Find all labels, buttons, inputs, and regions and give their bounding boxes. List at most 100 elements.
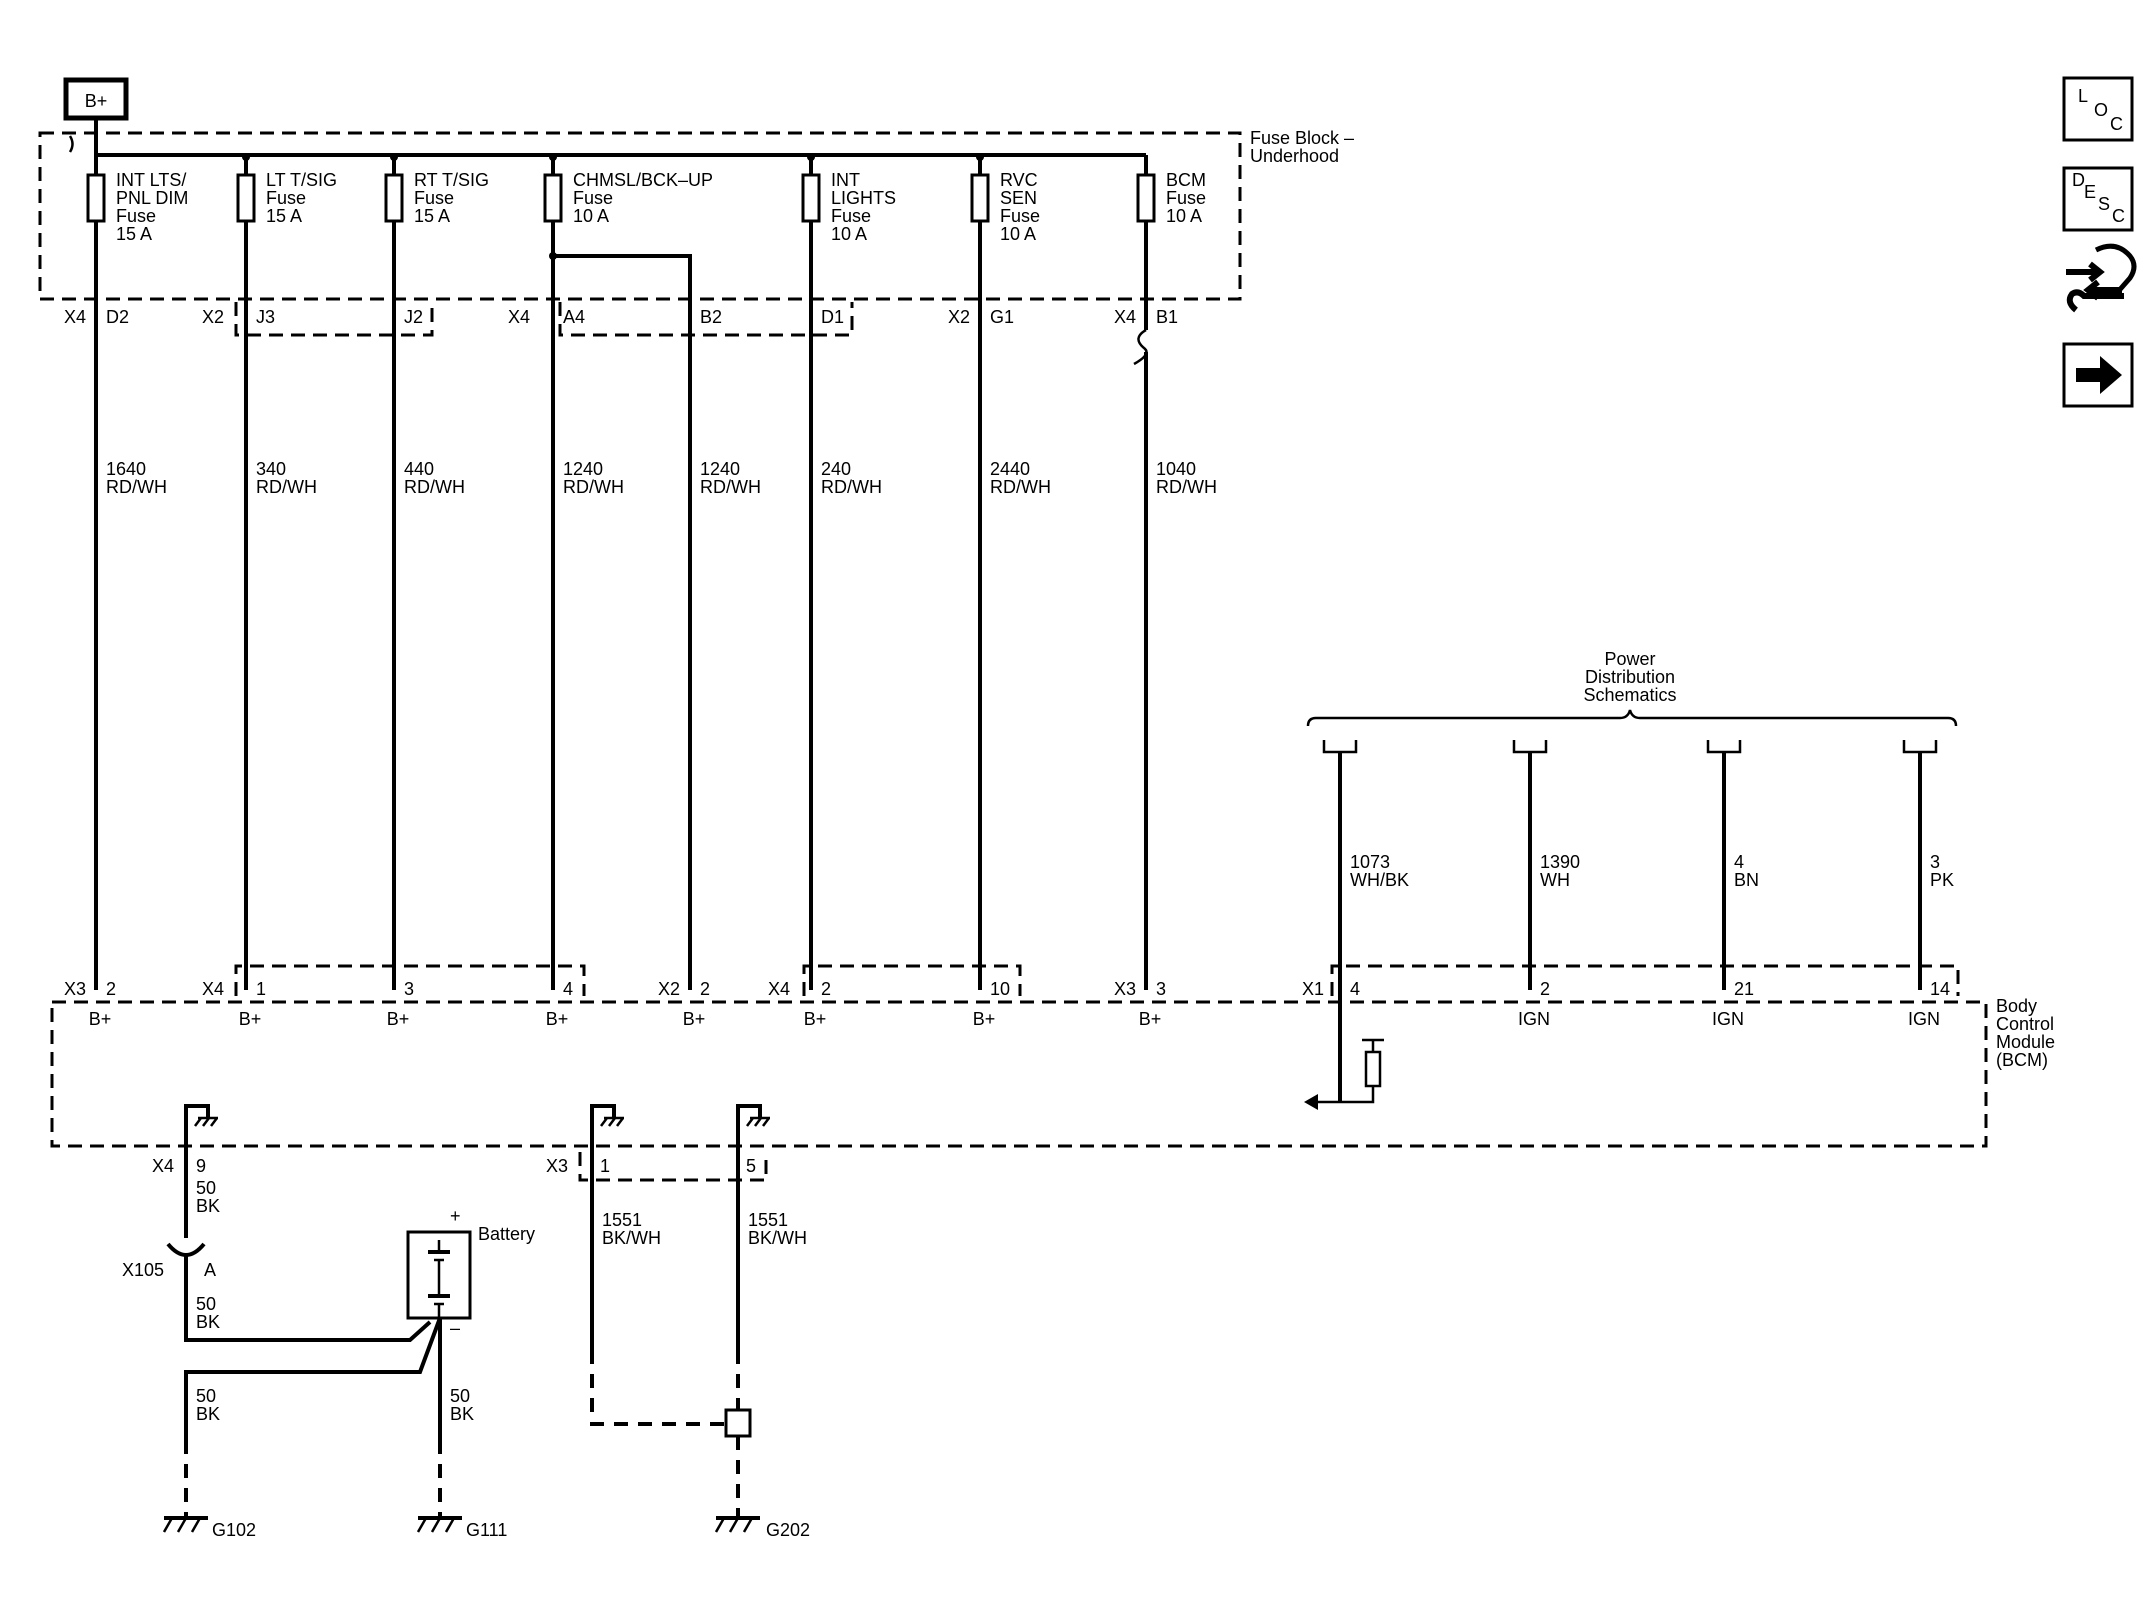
svg-text:3: 3 (404, 979, 414, 999)
svg-text:B+: B+ (239, 1009, 262, 1029)
svg-text:1040: 1040 (1156, 459, 1196, 479)
svg-text:X3: X3 (64, 979, 86, 999)
svg-text:RD/WH: RD/WH (1156, 477, 1217, 497)
svg-text:2440: 2440 (990, 459, 1030, 479)
svg-text:B1: B1 (1156, 307, 1178, 327)
svg-text:Distribution: Distribution (1585, 667, 1675, 687)
svg-text:RD/WH: RD/WH (990, 477, 1051, 497)
svg-text:50: 50 (450, 1386, 470, 1406)
svg-text:X3: X3 (546, 1156, 568, 1176)
svg-text:RT T/SIG: RT T/SIG (414, 170, 489, 190)
svg-text:RD/WH: RD/WH (404, 477, 465, 497)
svg-text:RD/WH: RD/WH (821, 477, 882, 497)
svg-text:X2: X2 (202, 307, 224, 327)
fuse-block-outline (38, 131, 1242, 301)
bcm-internal-grounds (184, 1104, 770, 1200)
svg-text:X4: X4 (1114, 307, 1136, 327)
svg-text:B+: B+ (973, 1009, 996, 1029)
svg-text:BK: BK (196, 1404, 220, 1424)
svg-text:WH: WH (1540, 870, 1570, 890)
svg-text:4: 4 (1734, 852, 1744, 872)
svg-text:10 A: 10 A (831, 224, 867, 244)
svg-text:15 A: 15 A (414, 206, 450, 226)
connector-view-icon[interactable] (2066, 243, 2137, 313)
battery-symbol: + – (406, 1206, 472, 1338)
svg-text:2: 2 (106, 979, 116, 999)
svg-text:BK: BK (196, 1312, 220, 1332)
svg-text:240: 240 (821, 459, 851, 479)
svg-text:2: 2 (700, 979, 710, 999)
battery-label: Battery (478, 1224, 535, 1244)
svg-text:Fuse: Fuse (414, 188, 454, 208)
svg-text:BK: BK (196, 1196, 220, 1216)
svg-text:10 A: 10 A (1166, 206, 1202, 226)
svg-text:B+: B+ (683, 1009, 706, 1029)
svg-text:15 A: 15 A (116, 224, 152, 244)
svg-text:C: C (2110, 114, 2123, 134)
bcm-outline (50, 1000, 1988, 1148)
svg-text:S: S (2098, 194, 2110, 214)
svg-text:C: C (2112, 206, 2125, 226)
svg-text:10 A: 10 A (573, 206, 609, 226)
svg-text:340: 340 (256, 459, 286, 479)
svg-text:50: 50 (196, 1178, 216, 1198)
ground-g102: G102 (162, 1516, 256, 1540)
svg-text:E: E (2084, 182, 2096, 202)
svg-text:2: 2 (821, 979, 831, 999)
ground-connector-labels: X4 9 X3 1 5 (152, 1156, 756, 1176)
svg-text:Fuse: Fuse (266, 188, 306, 208)
svg-text:4: 4 (1350, 979, 1360, 999)
description-icon[interactable]: D E S C (2062, 166, 2134, 232)
svg-text:440: 440 (404, 459, 434, 479)
svg-text:X1: X1 (1302, 979, 1324, 999)
svg-text:X4: X4 (768, 979, 790, 999)
svg-text:O: O (2094, 100, 2108, 120)
svg-text:BK: BK (450, 1404, 474, 1424)
svg-text:3: 3 (1156, 979, 1166, 999)
x105-label: X105 (122, 1260, 164, 1280)
svg-text:1390: 1390 (1540, 852, 1580, 872)
svg-text:X4: X4 (152, 1156, 174, 1176)
svg-text:Fuse: Fuse (573, 188, 613, 208)
power-distribution-reference: Power Distribution Schematics (1306, 649, 1958, 727)
ground-g111: G111 (416, 1516, 507, 1540)
svg-text:INT LTS/: INT LTS/ (116, 170, 186, 190)
svg-text:RD/WH: RD/WH (256, 477, 317, 497)
svg-text:PK: PK (1930, 870, 1954, 890)
svg-text:B2: B2 (700, 307, 722, 327)
fuse-block-label-1: Fuse Block – (1250, 128, 1354, 148)
svg-text:WH/BK: WH/BK (1350, 870, 1409, 890)
fuse-block-label-2: Underhood (1250, 146, 1339, 166)
svg-text:X2: X2 (948, 307, 970, 327)
svg-text:3: 3 (1930, 852, 1940, 872)
svg-text:10: 10 (990, 979, 1010, 999)
svg-text:50: 50 (196, 1386, 216, 1406)
svg-text:A4: A4 (563, 307, 585, 327)
svg-text:1: 1 (600, 1156, 610, 1176)
svg-text:L: L (2078, 86, 2088, 106)
next-page-arrow-icon[interactable] (2062, 342, 2134, 408)
svg-text:D: D (2072, 170, 2085, 190)
svg-text:Schematics: Schematics (1583, 685, 1676, 705)
svg-text:14: 14 (1930, 979, 1950, 999)
location-icon[interactable]: L O C (2062, 76, 2134, 142)
svg-text:RVC: RVC (1000, 170, 1038, 190)
ground-g202: G202 (714, 1516, 810, 1540)
svg-text:1073: 1073 (1350, 852, 1390, 872)
svg-text:BK/WH: BK/WH (748, 1228, 807, 1248)
svg-text:SEN: SEN (1000, 188, 1037, 208)
svg-text:IGN: IGN (1908, 1009, 1940, 1029)
svg-text:B+: B+ (1139, 1009, 1162, 1029)
svg-text:1551: 1551 (748, 1210, 788, 1230)
bcm-connector-labels: X3 X4 X2 X4 X3 X1 2 1 3 4 2 2 10 3 4 2 2… (64, 979, 1950, 999)
svg-text:1240: 1240 (700, 459, 740, 479)
svg-text:1240: 1240 (563, 459, 603, 479)
svg-text:1551: 1551 (602, 1210, 642, 1230)
top-connector-labels: X4 X2 X4 X2 X4 D2 J3 J2 A4 B2 D1 G1 B1 (64, 307, 1178, 327)
